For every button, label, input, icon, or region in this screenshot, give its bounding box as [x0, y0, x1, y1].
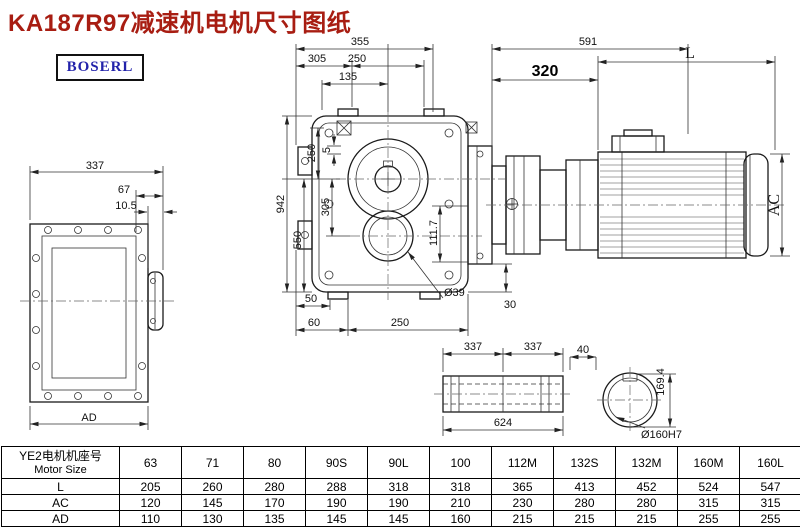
- dim-cell: 318: [429, 478, 492, 495]
- dim-L: L: [685, 45, 695, 62]
- frame-size: 71: [181, 446, 244, 479]
- dim-cell: 280: [553, 494, 616, 511]
- dim-40: 40: [577, 344, 589, 356]
- row-label: AD: [1, 510, 120, 527]
- dim-cell: 160: [429, 510, 492, 527]
- table-row-L: L 205 260 280 288 318 318 365 413 452 52…: [1, 478, 800, 495]
- dim-cell: 205: [119, 478, 182, 495]
- dim-591: 591: [579, 36, 597, 48]
- dim-cell: 280: [615, 494, 678, 511]
- dim-cell: 315: [739, 494, 800, 511]
- dim-169-4: 169.4: [655, 368, 667, 396]
- dim-cell: 315: [677, 494, 740, 511]
- dim-cell: 135: [243, 510, 306, 527]
- frame-size: 160L: [739, 446, 800, 479]
- dim-cell: 190: [367, 494, 430, 511]
- dim-cell: 145: [367, 510, 430, 527]
- frame-size: 160M: [677, 446, 740, 479]
- row-label: AC: [1, 494, 120, 511]
- motor-size-header: YE2电机机座号 Motor Size: [1, 446, 120, 479]
- dim-cell: 547: [739, 478, 800, 495]
- table-row-AC: AC 120 145 170 190 190 210 230 280 280 3…: [1, 494, 800, 511]
- main-view-dimensions: 135 305 250 355 591 942 550 250 5: [275, 36, 689, 336]
- cooling-fins: [600, 158, 744, 254]
- dim-624: 624: [494, 417, 512, 429]
- dim-cell: 210: [429, 494, 492, 511]
- dim-320: 320: [532, 63, 559, 80]
- dim-111-7: 111.7: [428, 220, 440, 246]
- motor-size-header-en: Motor Size: [34, 463, 87, 476]
- dim-cell: 145: [305, 510, 368, 527]
- dim-337-a: 337: [464, 341, 482, 353]
- dim-AC: AC: [766, 194, 783, 216]
- dim-cell: 215: [553, 510, 616, 527]
- dim-cell: 170: [243, 494, 306, 511]
- page-title: KA187R97减速机电机尺寸图纸: [8, 10, 352, 37]
- frame-size: 112M: [491, 446, 554, 479]
- row-label: L: [1, 478, 120, 495]
- dim-cell: 255: [677, 510, 740, 527]
- frame-size: 80: [243, 446, 306, 479]
- dim-left-67: 67: [118, 184, 130, 196]
- dim-cell: 145: [181, 494, 244, 511]
- dim-cell: 130: [181, 510, 244, 527]
- technical-drawing: 337 67 10.5 AD: [20, 36, 790, 441]
- machining-mark: [336, 120, 478, 136]
- dim-left-337: 337: [86, 160, 104, 172]
- frame-size: 132S: [553, 446, 616, 479]
- table-header-row: YE2电机机座号 Motor Size 63 71 80 90S 90L 100…: [1, 446, 800, 479]
- dim-cell: 318: [367, 478, 430, 495]
- dim-cell: 452: [615, 478, 678, 495]
- bolt-holes: [32, 226, 146, 400]
- hollow-shaft-detail: 337 337 624: [434, 341, 572, 436]
- frame-size: 132M: [615, 446, 678, 479]
- dim-305-left: 305: [320, 198, 332, 216]
- dim-50: 50: [305, 293, 317, 305]
- dimension-table: YE2电机机座号 Motor Size 63 71 80 90S 90L 100…: [1, 446, 800, 527]
- dim-cell: 524: [677, 478, 740, 495]
- dim-337-b: 337: [524, 341, 542, 353]
- dim-left-10-5: 10.5: [115, 200, 136, 212]
- dim-942: 942: [275, 195, 287, 213]
- motor-side-view: L 320 AC: [486, 45, 790, 259]
- frame-size: 90L: [367, 446, 430, 479]
- left-side-view: 337 67 10.5 AD: [20, 160, 177, 430]
- dim-left-AD: AD: [81, 412, 96, 424]
- dim-cell: 120: [119, 494, 182, 511]
- dim-355: 355: [351, 36, 369, 48]
- housing-bolts: [324, 128, 484, 280]
- dim-cell: 255: [739, 510, 800, 527]
- dim-cell: 215: [615, 510, 678, 527]
- dim-250-left: 250: [306, 144, 318, 162]
- dim-305-top: 305: [308, 53, 326, 65]
- dim-cell: 110: [119, 510, 182, 527]
- dim-cell: 288: [305, 478, 368, 495]
- dim-30: 30: [504, 299, 516, 311]
- dim-5: 5: [321, 147, 333, 153]
- dim-cell: 280: [243, 478, 306, 495]
- dim-550: 550: [292, 231, 304, 249]
- dim-cell: 190: [305, 494, 368, 511]
- dim-250-bottom: 250: [391, 317, 409, 329]
- dim-dia-39: Ø39: [444, 287, 465, 299]
- motor-size-header-cn: YE2电机机座号: [19, 448, 102, 463]
- table-row-AD: AD 110 130 135 145 145 160 215 215 215 2…: [1, 510, 800, 527]
- frame-size: 90S: [305, 446, 368, 479]
- frame-size: 63: [119, 446, 182, 479]
- dim-250-top: 250: [348, 53, 366, 65]
- dim-135: 135: [339, 71, 357, 83]
- dim-cell: 215: [491, 510, 554, 527]
- dim-cell: 365: [491, 478, 554, 495]
- shaft-end-view: 40 169.4 Ø160H7: [569, 344, 682, 441]
- torque-arm-lug: [297, 146, 313, 176]
- dim-cell: 413: [553, 478, 616, 495]
- brand-logo: BOSERL: [56, 54, 144, 81]
- dim-dia-160H7: Ø160H7: [641, 429, 682, 441]
- frame-size: 100: [429, 446, 492, 479]
- dim-cell: 230: [491, 494, 554, 511]
- dim-cell: 260: [181, 478, 244, 495]
- dim-60: 60: [308, 317, 320, 329]
